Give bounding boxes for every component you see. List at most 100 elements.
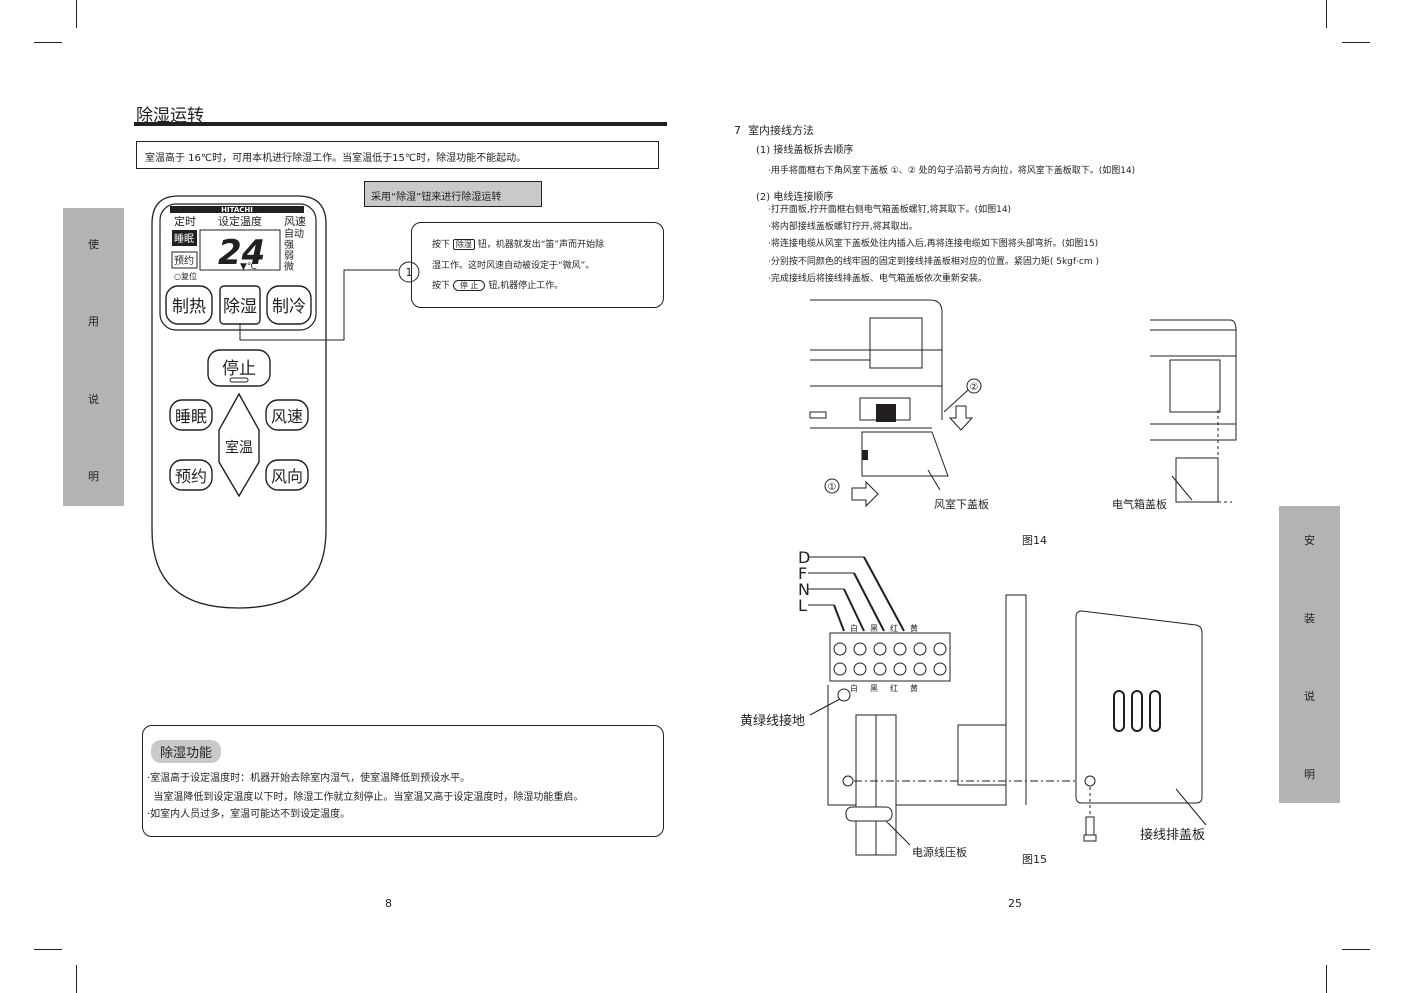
unit-panel [869, 317, 923, 369]
label-pointer [1171, 475, 1193, 501]
label-timer: 定时 [174, 214, 196, 228]
wire-color-bottom: 红 [890, 683, 898, 693]
screw-icon [833, 642, 847, 656]
label-pointer [1175, 788, 1207, 826]
speed-auto: 自动 [284, 227, 304, 240]
lower-cover [861, 431, 949, 477]
terminal-letter-l: L [798, 596, 807, 615]
wire-color-bottom: 白 [850, 683, 858, 693]
crop-mark [1326, 0, 1327, 28]
step2-title: (2) 电线连接顺序 [756, 192, 834, 203]
sleep-indicator-text: 睡眠 [174, 232, 194, 245]
wire [843, 588, 865, 632]
wire-color-top: 黑 [870, 624, 878, 633]
side-tab-char: 明 [88, 470, 99, 483]
marker-1-circle [824, 478, 840, 494]
crop-mark [1342, 42, 1370, 43]
ground-screw-icon [837, 688, 851, 702]
pcb-box [957, 724, 1007, 786]
callout-text: 按下 [432, 281, 451, 291]
unit-slot [809, 411, 827, 419]
screw-icon [933, 642, 947, 656]
speed-high: 强 [284, 239, 294, 251]
reserve-indicator-text: 预约 [174, 254, 194, 267]
right-arrow-icon [851, 480, 879, 508]
label-lower-cover: 风室下盖板 [934, 497, 989, 511]
figure-14-caption: 图14 [1022, 534, 1047, 547]
heat-button [165, 285, 213, 325]
direction-button [265, 459, 309, 491]
banner-text: 采用“除湿”钮来进行除湿运转 [371, 192, 502, 203]
callout-circle [398, 261, 420, 283]
direction-button-text: 风向 [271, 467, 303, 486]
cover-slot [1113, 690, 1125, 732]
dry-key-icon: 除湿 [452, 239, 475, 250]
side-tab-char: 明 [1304, 768, 1315, 781]
wire-color-top: 红 [890, 623, 898, 633]
page-number-left: 8 [385, 897, 392, 910]
crop-mark [1326, 965, 1327, 993]
stop-button-led [229, 377, 249, 383]
unit-block [876, 404, 896, 422]
screw-icon [893, 642, 907, 656]
reserve-button-text: 预约 [175, 467, 207, 486]
screw-icon [933, 662, 947, 676]
sleep-button [169, 399, 213, 431]
callout-marker: 1 [398, 261, 420, 283]
step1-title: (1) 接线盖板拆去顺序 [756, 145, 854, 156]
dry-button-text: 除湿 [223, 297, 257, 317]
terminal-block [829, 632, 951, 682]
wire-color-bottom: 黄 [910, 683, 918, 693]
step1-line: ·用手将面框右下角风室下盖板 ①、② 处的勾子沿箭号方向拉，将风室下盖板取下。(… [768, 166, 1136, 176]
brand-bar [170, 206, 304, 213]
terminal-letter-f: F [798, 564, 807, 583]
wire-color-bottom: 黑 [870, 684, 878, 693]
function-line: 当室温降低到设定温度以下时，除湿工作就立刻停止。当室温又高于设定温度时，除湿功能… [147, 792, 584, 803]
function-line: ·如室内人员过多，室温可能达不到设定温度。 [147, 809, 351, 820]
brand-logo: HITACHI [221, 206, 253, 214]
label-pointer [927, 469, 941, 491]
step2-line: ·分别按不同颜色的线牢固的固定到接线排盖板相对应的位置。紧固力矩( 5kgf·c… [768, 257, 1100, 267]
cover-slot [1131, 690, 1143, 732]
stop-key-icon: 停 止 [452, 280, 486, 291]
lcd-display [199, 229, 281, 271]
remote-illustration: HITACHI 定时 设定温度 风速 睡眠 预约 ○复位 24 ▼℃ 自动 强 … [151, 195, 398, 609]
label-cover: 接线排盖板 [1140, 827, 1205, 843]
cable-clamp [845, 806, 893, 822]
fan-button-text: 风速 [271, 407, 303, 426]
fan-button [265, 399, 309, 431]
lcd-unit: ▼℃ [240, 262, 257, 272]
unit-chassis [827, 594, 1027, 806]
mount-hole [842, 775, 854, 787]
side-tab-char: 安 [1304, 534, 1315, 547]
leader-line [239, 269, 398, 341]
terminal-letter-n: N [798, 580, 810, 599]
step2-line: ·将内部接线盖板螺钉拧开,将其取出。 [768, 222, 918, 232]
crop-mark [76, 0, 77, 28]
side-tab-char: 说 [1304, 690, 1315, 703]
step2-line: ·打开面板,拧开面框右侧电气箱盖板螺钉,将其取下。(如图14) [768, 205, 1012, 215]
temp-rocker [218, 392, 260, 498]
wire [863, 556, 905, 632]
label-pointer [885, 820, 911, 846]
side-tab-char: 用 [88, 315, 99, 328]
label-clamp: 电源线压板 [912, 845, 967, 859]
callout-box: 按下 除湿 钮，机器就发出“笛”声而开始除 湿工作。这时风速自动被设定于“微风”… [411, 222, 664, 308]
side-tab-char: 使 [88, 238, 99, 251]
sleep-indicator [172, 230, 197, 246]
elec-box [1169, 359, 1221, 413]
marker-1: ① [828, 482, 837, 493]
figure-15-caption: 图15 [1022, 853, 1047, 866]
screw-icon [913, 642, 927, 656]
page-number-right: 25 [1008, 897, 1022, 910]
wire-color-top: 黄 [910, 623, 918, 633]
callout-line-2: 湿工作。这时风速自动被设定于“微风”。 [432, 261, 595, 271]
callout-text: 钮,机器停止工作。 [488, 281, 564, 291]
screw-icon [893, 662, 907, 676]
label-settemp: 设定温度 [218, 214, 262, 228]
label-pointer [809, 698, 841, 716]
unit-outline [810, 299, 943, 420]
side-tab-char: 说 [88, 393, 99, 406]
speed-low: 弱 [284, 250, 294, 262]
sleep-button-text: 睡眠 [175, 407, 207, 426]
